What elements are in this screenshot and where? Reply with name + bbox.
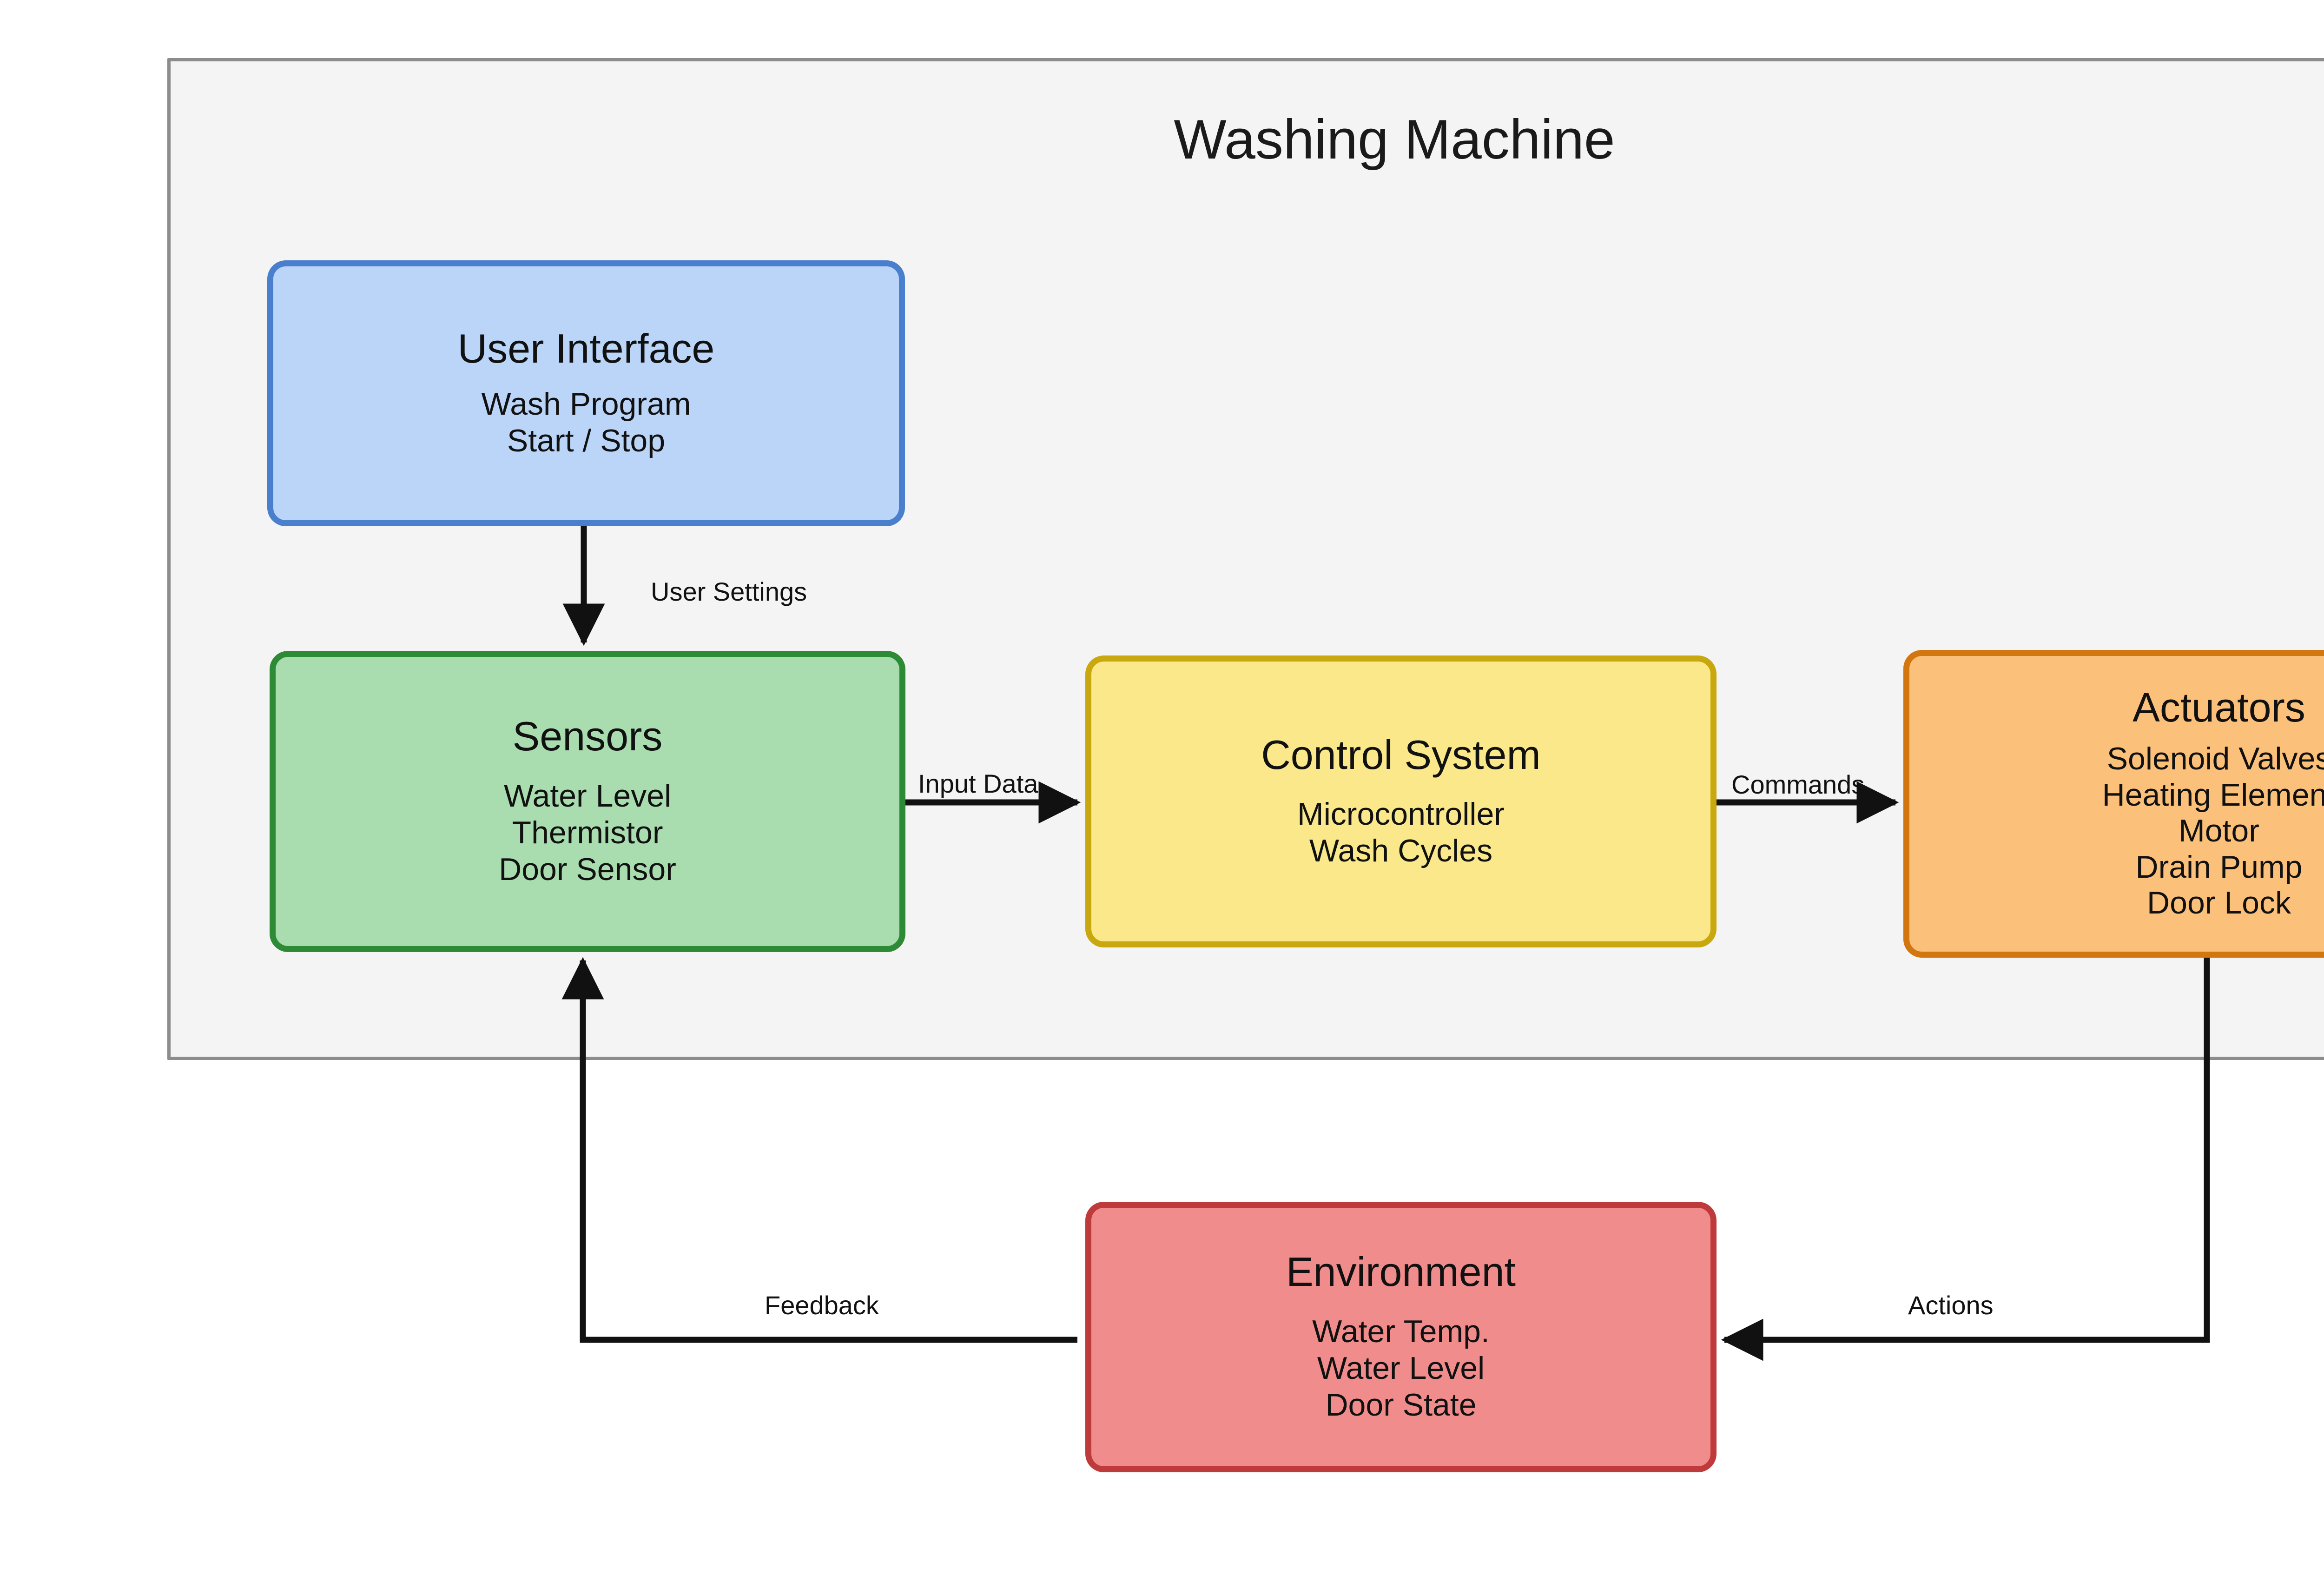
node-control-system-title: Control System — [1261, 731, 1541, 778]
node-environment-line-2: Water Level — [1317, 1350, 1485, 1386]
node-actuators[interactable]: Actuators Solenoid Valves Heating Elemen… — [1903, 650, 2324, 958]
node-sensors-title: Sensors — [512, 713, 663, 760]
node-actuators-details: Solenoid Valves Heating Element Motor Dr… — [2102, 741, 2324, 921]
node-user-interface[interactable]: User Interface Wash Program Start / Stop — [267, 260, 905, 526]
node-sensors-line-3: Door Sensor — [499, 851, 676, 887]
node-sensors-line-1: Water Level — [503, 778, 672, 814]
node-user-interface-line-2: Start / Stop — [507, 423, 666, 459]
node-control-system-details: Microcontroller Wash Cycles — [1297, 796, 1505, 869]
node-sensors-line-2: Thermistor — [512, 814, 663, 850]
node-environment[interactable]: Environment Water Temp. Water Level Door… — [1085, 1202, 1717, 1472]
node-actuators-line-4: Drain Pump — [2135, 849, 2303, 885]
node-environment-line-1: Water Temp. — [1312, 1313, 1490, 1349]
edge-label-user-settings: User Settings — [651, 577, 807, 606]
node-actuators-title: Actuators — [2133, 684, 2305, 731]
node-environment-title: Environment — [1286, 1249, 1516, 1295]
node-actuators-line-5: Door Lock — [2147, 885, 2291, 921]
edge-label-actions: Actions — [1908, 1291, 1994, 1320]
node-control-system[interactable]: Control System Microcontroller Wash Cycl… — [1085, 655, 1717, 947]
node-environment-details: Water Temp. Water Level Door State — [1312, 1313, 1490, 1423]
node-user-interface-title: User Interface — [457, 325, 715, 371]
edge-label-input-data: Input Data — [918, 769, 1038, 798]
node-control-system-line-2: Wash Cycles — [1309, 833, 1493, 869]
node-control-system-line-1: Microcontroller — [1297, 796, 1505, 832]
node-sensors-details: Water Level Thermistor Door Sensor — [499, 778, 676, 888]
node-environment-line-3: Door State — [1325, 1387, 1477, 1423]
edge-label-feedback: Feedback — [765, 1291, 879, 1320]
edge-label-commands: Commands — [1731, 770, 1865, 799]
node-actuators-line-2: Heating Element — [2102, 777, 2324, 813]
node-user-interface-details: Wash Program Start / Stop — [482, 386, 691, 459]
node-sensors[interactable]: Sensors Water Level Thermistor Door Sens… — [270, 651, 905, 952]
subgraph-title: Washing Machine — [1174, 108, 1615, 171]
node-actuators-line-3: Motor — [2179, 813, 2259, 849]
node-actuators-line-1: Solenoid Valves — [2106, 741, 2324, 777]
node-user-interface-line-1: Wash Program — [481, 386, 691, 422]
